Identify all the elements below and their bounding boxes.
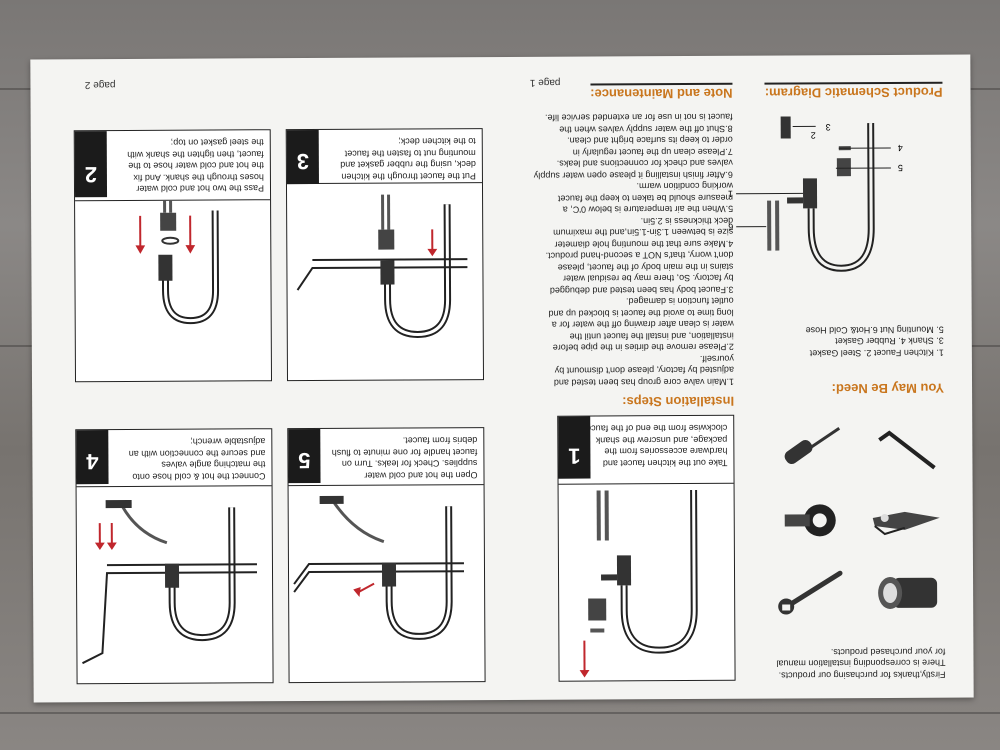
screwdriver-icon [784, 426, 841, 465]
note-line: working condition warm. [636, 181, 734, 192]
schematic-label: 6 [728, 222, 733, 232]
page-number: page 2 [84, 79, 116, 91]
sheet-content-upside-down: Firstly,thanks for purchasing our produc… [30, 55, 973, 703]
intro-line: There is corresponding installation manu… [776, 658, 946, 670]
intro-line: Firstly,thanks for purchasing our produc… [778, 669, 946, 681]
step-5-drawing [288, 484, 485, 683]
note-line: 1.Main valve core group has been tested … [553, 376, 735, 388]
caption-line: faucet, then tighten the shank with [127, 149, 264, 160]
note-line: 3.Faucet body has been tested and debugg… [549, 284, 734, 296]
step-number: 2 [74, 131, 108, 198]
caption-line: and secure the connection with an [128, 448, 266, 459]
tools-title: You May Be Need: [831, 380, 945, 397]
parts-line: 1. Kitchen Faucet 2. Steel Gasket [809, 347, 944, 359]
note-line: installation, and install the faucet unt… [569, 330, 734, 342]
note-line: 6.After finish installing it please open… [533, 169, 733, 181]
note-line: outlet function is damaged. [625, 296, 734, 307]
allen-key-icon [878, 430, 936, 470]
note-line: measure should be taken to keep the fauc… [557, 192, 734, 204]
note-line: 4.Make sure that the mounting hole diame… [554, 238, 734, 250]
intro-text: Firstly,thanks for purchasing our produc… [776, 645, 946, 681]
caption-line: supplies. Check for leaks. Turn on [341, 458, 478, 470]
caption-line: Put the faucet through the kitchen [341, 171, 476, 182]
step-3-drawing [286, 182, 484, 381]
parts-line: 3. Shank 4. Rubber Gasket [835, 336, 944, 347]
caption-line: Open the hot and cold water [364, 470, 478, 481]
caption-line: clockwise from the end of the faucet. [581, 423, 728, 435]
note-line: size is between 1.3in-1.5in,and the maxi… [553, 227, 734, 239]
note-line: water is clean after drawing off the wat… [551, 319, 734, 331]
installation-title: Installation Steps: [622, 393, 735, 410]
schematic-label: 1 [728, 189, 733, 199]
step-5-caption: Open the hot and cold water supplies. Ch… [328, 434, 478, 481]
pliers-icon [878, 576, 938, 609]
note-line: long time to avoid the faucet is blocked… [548, 307, 734, 319]
maintenance-title: Note and Maintenance: [590, 82, 733, 102]
schematic-label: 2 [811, 130, 816, 140]
cutter-icon [872, 511, 940, 536]
parts-list: 1. Kitchen Faucet 2. Steel Gasket 3. Sha… [805, 323, 944, 359]
tools-grid [774, 408, 945, 619]
step-5-box: Open the hot and cold water supplies. Ch… [287, 427, 486, 684]
tape-icon [784, 504, 836, 537]
schematic-label: 5 [898, 163, 903, 173]
caption-line: Take out the kitchen faucet and [602, 457, 728, 469]
step-3-caption: Put the faucet through the kitchen deck,… [327, 135, 476, 182]
caption-line: adjustable wrench; [190, 436, 266, 448]
product-schematic-diagram: 1 2 3 4 5 6 [728, 116, 903, 272]
step-number: 4 [76, 430, 109, 485]
note-line: 7.Please clean up the faucet regularly i… [572, 146, 733, 158]
step-3-box: Put the faucet through the kitchen deck,… [285, 128, 485, 382]
schematic-label: 3 [826, 122, 831, 132]
note-line: faucet is not in use for an extended ser… [545, 112, 733, 124]
caption-line: Connect the hot & cold hose onto [132, 471, 266, 482]
parts-line: 5. Mounting Nut 6.Hot& Cold Hose [805, 324, 944, 336]
schematic-title: Product Schematic Diagram: [764, 81, 943, 101]
note-line: don't worry, that's NOT a second-hand pr… [545, 250, 734, 262]
caption-line: faucet handle for one minute to flush [331, 447, 478, 458]
caption-line: debris from faucet. [402, 435, 478, 447]
note-line: 8.Shut off the water supply valves when … [559, 123, 733, 135]
caption-line: Pass the two hot and cold water [136, 183, 265, 195]
step-4-drawing [76, 485, 273, 684]
step-1-caption: Take out the kitchen faucet and hardware… [581, 422, 728, 469]
page-number: page 1 [529, 76, 561, 88]
note-line: stains in the main body of the faucet, p… [557, 261, 734, 273]
step-number: 1 [558, 416, 591, 479]
note-line: yourself. [699, 353, 734, 364]
step-number: 5 [288, 428, 321, 484]
intro-line: for your purchased products. [830, 646, 946, 658]
step-1-drawing [558, 482, 735, 681]
note-line: deck thickness is 2.5in. [640, 215, 734, 227]
step-4-box: Connect the hot & cold hose onto the mat… [75, 428, 274, 685]
step-2-drawing [75, 199, 272, 382]
note-line: order to keep its surface bright and cle… [567, 135, 733, 147]
note-line: 2.Please remove the dirties in the pipe … [552, 342, 734, 354]
caption-line: mounting nut to fasten the faucet [344, 148, 476, 159]
caption-line: hoses through the shank. And fix [133, 172, 264, 183]
caption-line: deck, using the rubber gasket and [340, 159, 476, 171]
step-2-caption: Pass the two hot and cold water hoses th… [115, 136, 265, 195]
caption-line: to the kitchen deck; [398, 136, 476, 148]
caption-line: the hot and cold water hose to the [128, 160, 264, 172]
caption-line: the matching angle valves [161, 459, 266, 471]
maintenance-notes: 1.Main valve core group has been tested … [533, 111, 734, 388]
note-line: 5.When the air temperature is below 0'C,… [562, 204, 734, 216]
step-number: 3 [286, 129, 319, 185]
caption-line: the steel gasket on top; [170, 137, 264, 149]
schematic-label: 4 [898, 143, 903, 153]
caption-line: hardware accessories from the [604, 446, 728, 457]
step-4-caption: Connect the hot & cold hose onto the mat… [116, 435, 266, 482]
note-line: by factory. So, there may be residual wa… [563, 273, 734, 285]
step-1-box: Take out the kitchen faucet and hardware… [557, 414, 736, 682]
wrench-icon [778, 570, 843, 615]
instruction-sheet: Firstly,thanks for purchasing our produc… [30, 54, 974, 703]
step-2-box: Pass the two hot and cold water hoses th… [73, 129, 273, 383]
note-line: adjusted by factory, please don't dismou… [554, 365, 734, 377]
note-line: valves and check for connections and lea… [556, 158, 733, 170]
caption-line: package, and unscrew the shank [595, 434, 728, 446]
